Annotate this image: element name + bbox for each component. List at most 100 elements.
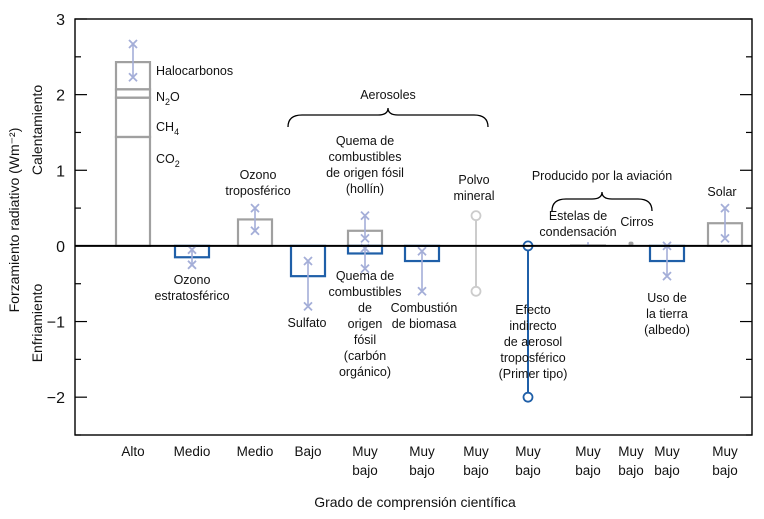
label-5-line: de [358,301,372,315]
x-tick-label-line: bajo [463,463,489,478]
x-tick-label: Muy bajo [463,444,489,478]
label-halocarbonos: Halocarbonos [156,64,233,78]
label-11: Uso de la tierra (albedo) [644,291,690,337]
label-ch4: CH4 [156,120,179,137]
label-5-line: orgánico) [339,365,391,379]
label-5-line: fósil [354,333,376,347]
x-tick-label: Muy bajo [712,444,738,478]
x-tick-label-line: Muy [712,444,738,459]
x-tick-label-line: Muy [463,444,489,459]
x-tick-label-line: Alto [121,444,144,459]
error-bar-4-cap [360,211,370,221]
label-8-line: (Primer tipo) [499,367,568,381]
error-bar-6-cap [417,286,427,296]
error-bar-1-cap [187,260,197,270]
x-tick-label-line: Muy [575,444,601,459]
label-co2: CO2 [156,152,180,169]
y-tick-label: 0 [56,239,65,256]
bar-segment-n2o [114,88,152,99]
label-4-line: de origen fósil [326,166,404,180]
label-7-line: mineral [454,189,495,203]
label-8-line: troposférico [500,351,565,365]
label-11-line: (albedo) [644,323,690,337]
x-tick-label: Muy bajo [654,444,680,478]
y-tick-label: −2 [47,390,65,407]
label-4-line: (hollín) [346,182,384,196]
label-5-line: origen [348,317,383,331]
subscript: 4 [174,127,179,137]
x-axis-title: Grado de comprensión científica [314,494,516,510]
label-10: Cirros [620,215,653,229]
label-6-line: de biomasa [392,317,457,331]
label-3-line: Sulfato [288,316,327,330]
error-bar-2-cap [250,226,260,236]
label-8-line: indirecto [509,319,556,333]
suffix: O [170,90,180,104]
x-tick-label: Medio [237,444,274,459]
x-tick-label-line: Muy [409,444,435,459]
label-2-line: troposférico [225,184,290,198]
error-bar-5-cap [360,263,370,274]
label-n2o: N2O [156,90,180,107]
label-4-line: Quema de [336,134,394,148]
y-axis-title: Forzamiento radiativo (Wm⁻²) [6,128,22,313]
x-tick-label-line: Muy [352,444,378,459]
label-5-line: (carbón [344,349,386,363]
error-bar-alto-cap [128,39,138,49]
subscript: 2 [165,97,170,107]
error-bar-3-cap [303,301,313,312]
x-tick-label-line: bajo [712,463,738,478]
label-12-line: Solar [707,185,736,199]
y-axis-cooling-label: Enfriamiento [29,283,45,362]
x-tick-label-line: Medio [237,444,274,459]
x-tick-label-line: Bajo [294,444,321,459]
x-tick-label-line: bajo [352,463,378,478]
bar-7-end-marker [470,210,482,222]
x-tick-label-line: bajo [654,463,680,478]
error-bar-6-cap [417,246,427,256]
y-tick-label: −1 [47,315,65,332]
label-1-line: estratosférico [154,289,229,303]
label-5-line: combustibles [329,285,402,299]
label-2-line: Ozono [240,168,277,182]
label-3: Sulfato [288,316,327,330]
bar-segment-co2 [114,135,152,248]
x-tick-label: Alto [121,444,144,459]
label-9-line: Estelas de [549,209,607,223]
x-tick-label: Bajo [294,444,321,459]
label-11-line: Uso de [647,291,687,305]
group-label-aerosoles: Aerosoles [360,88,416,102]
y-tick-label: 1 [56,163,65,180]
y-axis-warming-label: Calentamiento [29,85,45,175]
label-10-line: Cirros [620,215,653,229]
label-1-line: Ozono [174,273,211,287]
brace-aerosoles [287,107,489,128]
label-4: Quema de combustibles de origen fósil (holl… [326,134,404,196]
x-tick-label-line: bajo [515,463,541,478]
x-tick-label-line: bajo [409,463,435,478]
bars [114,61,744,403]
plot-frame [74,18,753,436]
x-tick-label-line: Muy [654,444,680,459]
brace-aviacion [551,191,653,212]
error-bar-11-cap [662,271,672,281]
bar-segment-ch4 [114,96,152,139]
y-tick-label: 3 [56,12,65,29]
error-bar-2-cap [250,203,260,213]
label-4-line: combustibles [329,150,402,164]
error-bar-3-cap [303,256,313,266]
label-11-line: la tierra [646,307,688,321]
label-7-line: Polvo [458,173,489,187]
x-tick-label-line: bajo [618,463,644,478]
label-2: Ozono troposférico [225,168,290,198]
